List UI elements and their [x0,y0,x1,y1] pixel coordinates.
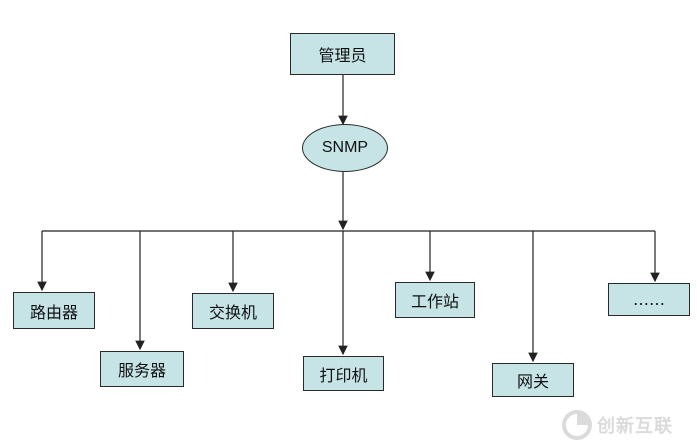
watermark-swirl-icon [562,410,592,440]
server-node: 服务器 [100,351,184,387]
printer-label: 打印机 [319,365,368,385]
router-label: 路由器 [29,302,78,322]
switch-label: 交换机 [208,303,257,322]
snmp-node: SNMP [302,124,388,172]
more-node: …… [608,283,690,316]
snmp-label: SNMP [321,139,369,156]
gateway-label: 网关 [516,372,549,391]
workstation-label: 工作站 [410,292,459,311]
gateway-node: 网关 [492,363,574,397]
admin-node: 管理员 [290,33,395,75]
watermark-logo: 创新互联 [561,408,691,442]
workstation-node: 工作站 [395,282,475,318]
server-label: 服务器 [117,361,166,380]
printer-node: 打印机 [303,356,384,391]
switch-node: 交换机 [192,293,274,329]
watermark-text: 创新互联 [597,416,673,437]
router-node: 路由器 [13,292,95,329]
more-label: …… [633,290,665,309]
admin-label: 管理员 [318,46,367,65]
